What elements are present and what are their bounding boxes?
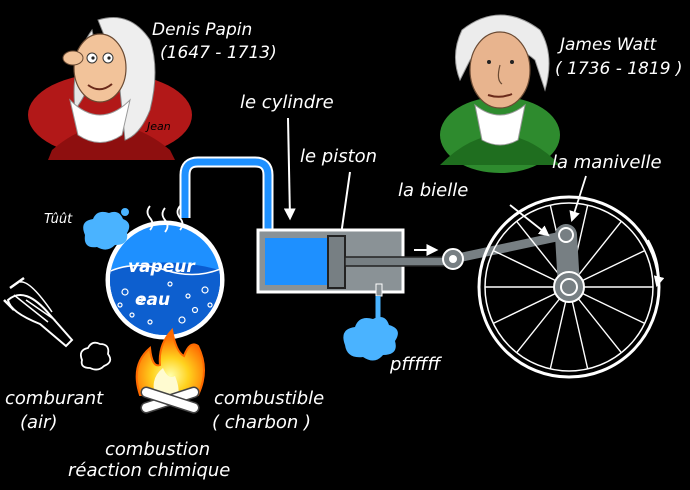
papin-dates: (1647 - 1713) bbox=[160, 43, 277, 63]
cylinder-label: le cylindre bbox=[240, 92, 334, 113]
rotation-arrow bbox=[647, 239, 665, 288]
piston-label: le piston bbox=[300, 146, 377, 167]
oxidizer-label-line1: comburant bbox=[5, 388, 104, 409]
exhaust-label: pffffff bbox=[389, 354, 442, 375]
whistle-label: Tûût bbox=[44, 212, 73, 227]
steam-pipe bbox=[181, 158, 272, 233]
whistle-steam-puff bbox=[83, 208, 130, 250]
crank-label: la manivelle bbox=[552, 152, 662, 173]
exhaust-steam-puff bbox=[343, 296, 398, 361]
james-watt-portrait bbox=[440, 14, 560, 173]
bellows bbox=[3, 276, 112, 371]
fire bbox=[135, 327, 205, 414]
water-label: eau bbox=[135, 290, 170, 310]
watt-dates: ( 1736 - 1819 ) bbox=[555, 59, 683, 79]
connecting-rod-label: la bielle bbox=[398, 180, 468, 201]
fuel-label-line1: combustible bbox=[214, 388, 324, 409]
combustion-label-line2: réaction chimique bbox=[68, 460, 230, 481]
oxidizer-label-line2: (air) bbox=[20, 412, 57, 433]
steam-pipe-outline bbox=[179, 156, 274, 233]
crank bbox=[553, 224, 585, 303]
papin-name: Denis Papin bbox=[152, 20, 252, 40]
combustion-label-line1: combustion bbox=[105, 439, 210, 460]
fuel-label-line2: ( charbon ) bbox=[212, 412, 311, 433]
cylinder-arrow bbox=[283, 117, 296, 221]
piston bbox=[327, 235, 446, 289]
boiler bbox=[105, 205, 225, 340]
connecting-rod bbox=[442, 230, 571, 270]
steam-label: vapeur bbox=[128, 257, 196, 277]
connecting-rod-arrow bbox=[509, 204, 550, 237]
watt-name: James Watt bbox=[557, 35, 658, 55]
papin-signature: Jean bbox=[145, 120, 171, 133]
denis-papin-portrait: Jean bbox=[28, 17, 192, 160]
